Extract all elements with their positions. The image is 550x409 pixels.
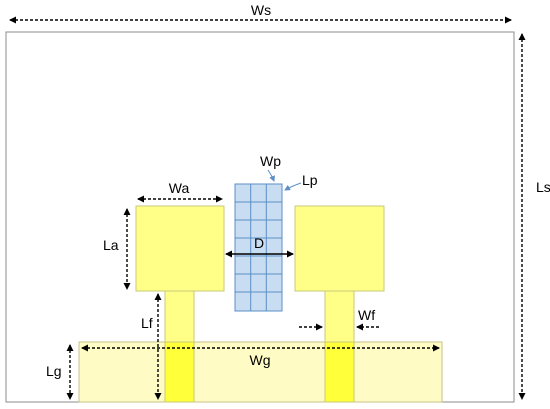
right-feed-overlap [324,341,355,403]
ground-plane [78,341,443,403]
left-radiating-patch [135,205,225,292]
d-label: D [254,235,264,251]
ls-label: Ls [536,179,550,195]
ws-label: Ws [251,2,271,18]
wa-label: Wa [169,180,190,196]
wp-pointer [267,169,275,182]
wp-label: Wp [260,153,281,169]
la-label: La [103,237,119,253]
lp-pointer [284,182,302,191]
lf-label: Lf [141,315,153,331]
lp-label: Lp [302,172,318,188]
wg-label: Wg [250,352,271,368]
right-radiating-patch [294,205,385,292]
wf-label: Wf [358,307,375,323]
left-feed-overlap [164,341,195,403]
lg-label: Lg [46,363,62,379]
